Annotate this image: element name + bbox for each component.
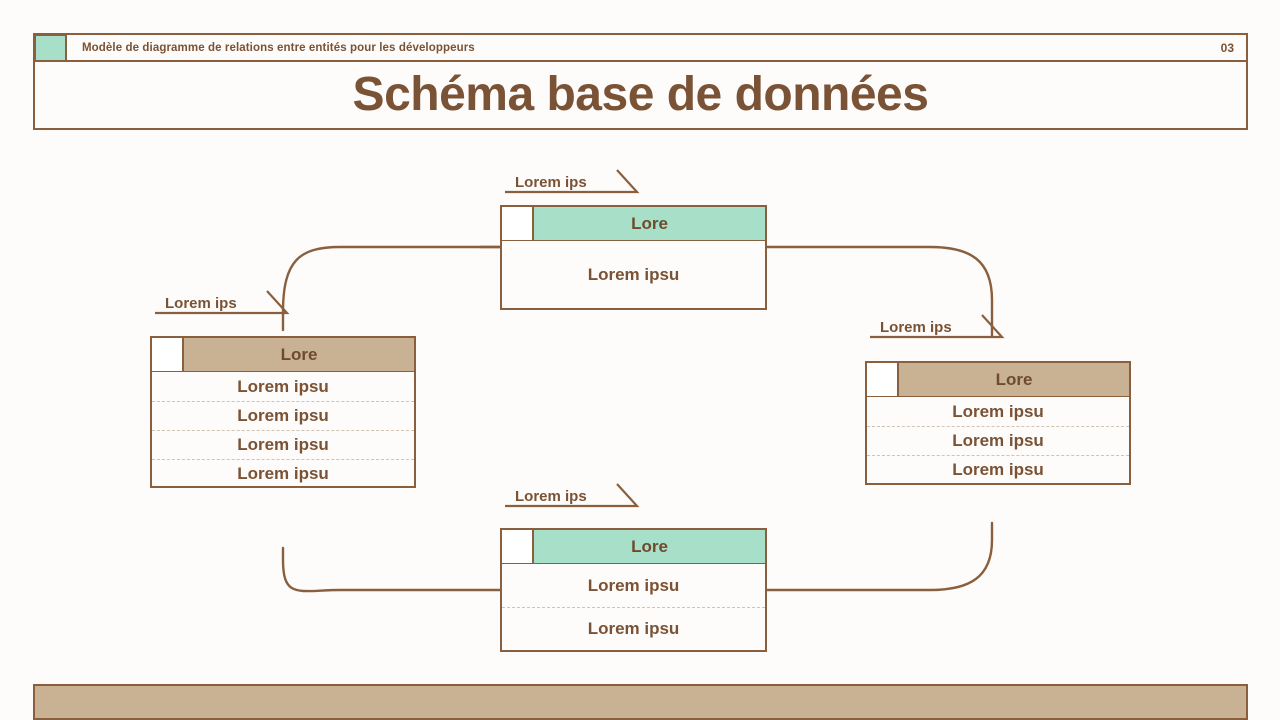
entity-header-bottom: Lore: [502, 530, 765, 564]
entity-tag-right: Lorem ips: [870, 312, 1015, 340]
entity-tag-top: Lorem ips: [505, 167, 650, 195]
primary-key-cell-icon: [502, 530, 534, 563]
entity-row: Lorem ipsu: [237, 376, 329, 396]
page-number: 03: [1220, 40, 1234, 55]
entity-tag-left: Lorem ips: [155, 288, 300, 316]
entity-header-left: Lore: [152, 338, 414, 372]
primary-key-cell-icon: [867, 363, 899, 396]
primary-key-cell-icon: [152, 338, 184, 371]
entity-header-right: Lore: [867, 363, 1129, 397]
connector-left-to-bottom: [281, 546, 502, 593]
entity-row: Lorem ipsu: [587, 264, 680, 284]
entity-rows-top: Lorem ipsu: [502, 241, 765, 308]
entity-title-right: Lore: [899, 363, 1129, 396]
entity-title-top: Lore: [534, 207, 765, 240]
entity-table-top[interactable]: Lore Lorem ipsu: [500, 205, 767, 310]
page-title: Schéma base de données: [352, 68, 929, 121]
entity-row: Lorem ipsu: [867, 455, 1129, 484]
entity-row: Lorem ipsu: [952, 401, 1044, 421]
entity-title-left: Lore: [184, 338, 414, 371]
entity-title-bottom: Lore: [534, 530, 765, 563]
entity-row: Lorem ipsu: [152, 459, 414, 488]
entity-tag-label-right: Lorem ips: [880, 319, 952, 336]
entity-row: Lorem ipsu: [502, 607, 765, 650]
accent-square-icon: [34, 34, 67, 63]
connector-top-to-right: [765, 245, 994, 339]
slide-header: Modèle de diagramme de relations entre e…: [33, 33, 1248, 130]
entity-table-right[interactable]: Lore Lorem ipsu Lorem ipsu Lorem ipsu: [865, 361, 1131, 485]
title-bar: Schéma base de données: [33, 60, 1248, 130]
primary-key-cell-icon: [502, 207, 534, 240]
er-diagram-canvas: Lorem ips Lore Lorem ipsu Lorem ips Lore: [0, 140, 1280, 680]
header-subtitle: Modèle de diagramme de relations entre e…: [82, 41, 475, 54]
entity-row: Lorem ipsu: [587, 575, 680, 595]
entity-rows-right: Lorem ipsu Lorem ipsu Lorem ipsu: [867, 397, 1129, 484]
entity-rows-bottom: Lorem ipsu Lorem ipsu: [502, 564, 765, 650]
entity-row: Lorem ipsu: [152, 401, 414, 430]
entity-tag-label-top: Lorem ips: [515, 174, 587, 191]
entity-header-top: Lore: [502, 207, 765, 241]
entity-row: Lorem ipsu: [867, 426, 1129, 455]
connector-bottom-to-right: [765, 521, 994, 592]
connector-left-to-top: [281, 245, 502, 314]
entity-rows-left: Lorem ipsu Lorem ipsu Lorem ipsu Lorem i…: [152, 372, 414, 488]
header-bar: Modèle de diagramme de relations entre e…: [33, 33, 1248, 63]
entity-table-left[interactable]: Lore Lorem ipsu Lorem ipsu Lorem ipsu Lo…: [150, 336, 416, 488]
entity-tag-label-bottom: Lorem ips: [515, 488, 587, 505]
footer-bar: [33, 684, 1248, 720]
entity-tag-label-left: Lorem ips: [165, 295, 237, 312]
entity-table-bottom[interactable]: Lore Lorem ipsu Lorem ipsu: [500, 528, 767, 652]
entity-tag-bottom: Lorem ips: [505, 481, 650, 509]
relationship-connectors: [281, 245, 994, 593]
entity-row: Lorem ipsu: [152, 430, 414, 459]
